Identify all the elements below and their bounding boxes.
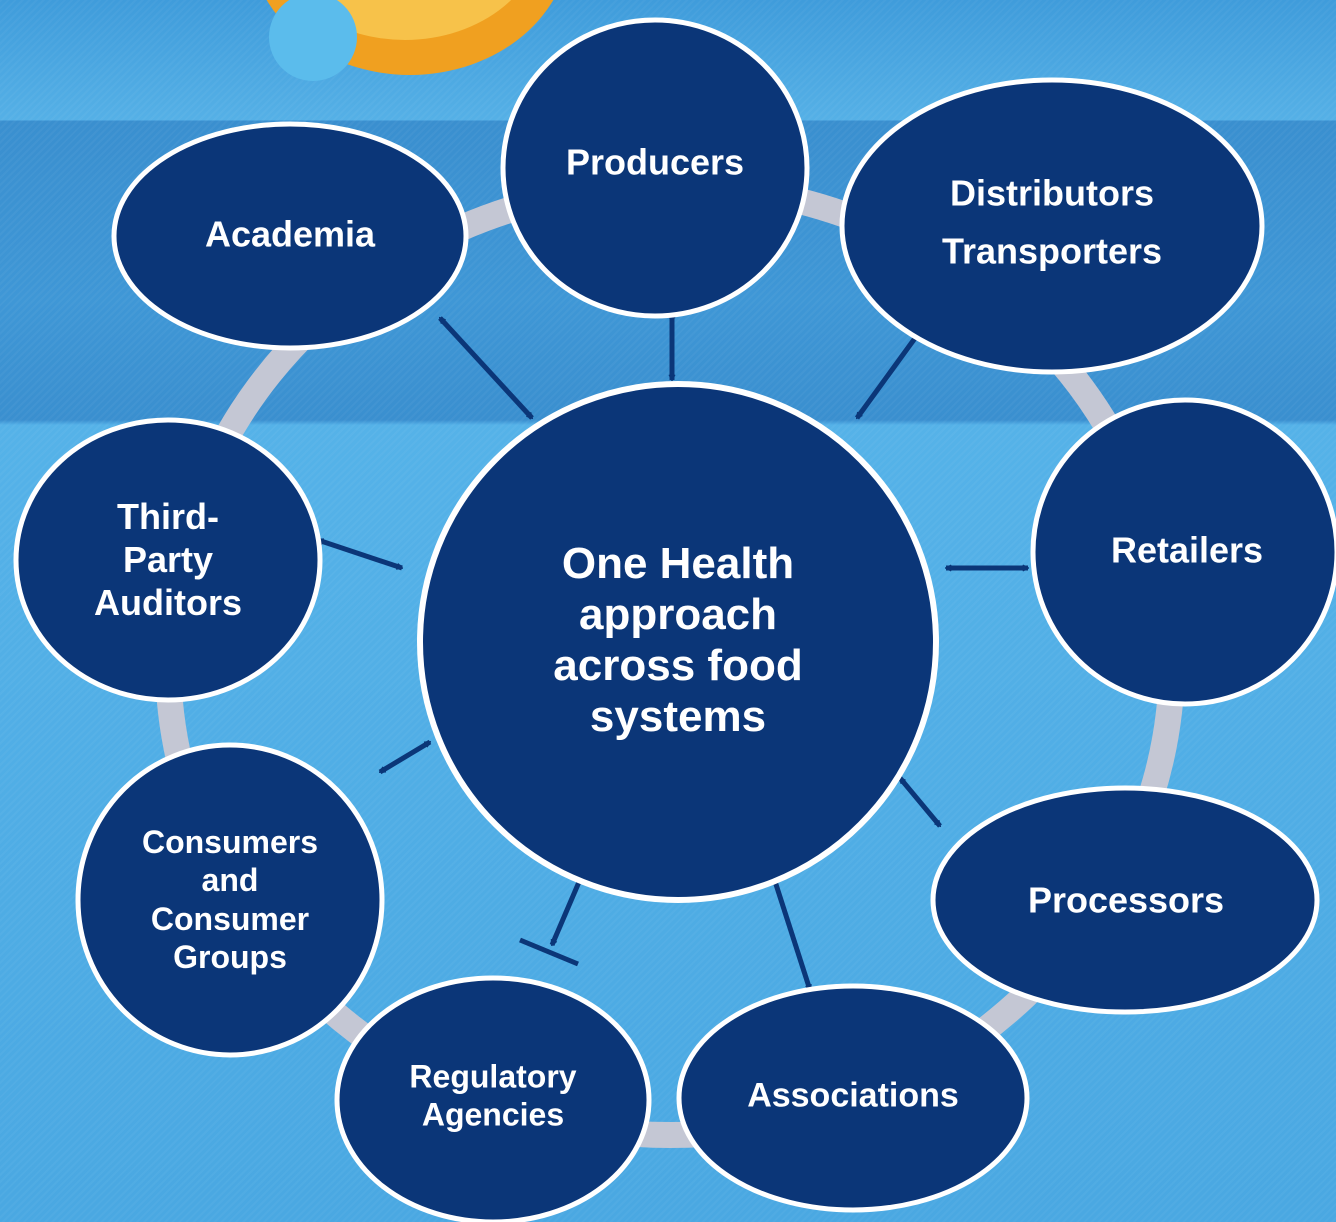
label-consumers: Consumers and Consumer Groups	[142, 823, 318, 977]
regulatory-line: Regulatory	[409, 1058, 577, 1095]
nodes	[13, 17, 1336, 1222]
arrow-processors	[898, 776, 942, 828]
distributors-line: Distributors	[949, 172, 1155, 214]
node-consumers	[75, 742, 385, 1058]
sun-decoration	[266, 0, 554, 81]
arrow-distributors	[854, 332, 921, 418]
node-third-party-auditors	[13, 417, 323, 703]
label-regulatory-agencies: Regulatory Agencies	[409, 1058, 576, 1135]
auditors-line-1: Third-	[117, 496, 219, 538]
arrow-auditors	[318, 537, 402, 571]
label-academia: Academia	[205, 213, 375, 254]
node-producers	[500, 17, 810, 319]
center-line-4: systems	[589, 692, 767, 742]
node-center	[417, 381, 939, 903]
retailers-line: Retailers	[1110, 529, 1264, 571]
node-associations	[676, 983, 1030, 1213]
arrow-academia	[438, 316, 534, 420]
associations-line: Associations	[747, 1076, 959, 1115]
sun-dot	[269, 0, 357, 81]
node-regulatory-agencies	[334, 975, 652, 1222]
arrow-regulatory-crossbar	[519, 937, 579, 967]
arrows	[318, 313, 1028, 990]
label-retailers: Retailers	[1111, 529, 1263, 570]
auditors-line-3: Auditors	[94, 582, 242, 624]
center-line-1: One Health	[561, 538, 795, 588]
center-line-2: approach	[578, 589, 778, 639]
center-label: One Health approach across food systems	[553, 538, 802, 742]
auditors-line-2: Party	[122, 539, 214, 581]
node-distributors-transporters	[839, 77, 1265, 375]
label-associations: Associations	[747, 1076, 959, 1117]
consumers-line-2: and	[201, 862, 259, 899]
node-processors	[930, 785, 1320, 1015]
node-retailers	[1030, 397, 1336, 707]
label-third-party-auditors: Third- Party Auditors	[94, 495, 242, 625]
consumers-line-3: Consumer	[150, 901, 310, 937]
arrow-consumers	[380, 739, 430, 775]
academia-line: Academia	[204, 213, 376, 255]
center-line-3: across food	[553, 641, 803, 690]
consumers-line-1: Consumers	[141, 824, 319, 861]
agencies-line: Agencies	[421, 1097, 565, 1133]
consumers-line-4: Groups	[173, 939, 287, 976]
producers-line: Producers	[565, 141, 745, 183]
arrow-associations	[769, 872, 813, 990]
label-distributors-transporters: Distributors Transporters	[942, 164, 1162, 279]
processors-line: Processors	[1027, 879, 1225, 921]
node-academia	[111, 121, 469, 351]
label-producers: Producers	[566, 141, 744, 182]
label-processors: Processors	[1028, 879, 1224, 920]
transporters-line: Transporters	[941, 230, 1163, 271]
